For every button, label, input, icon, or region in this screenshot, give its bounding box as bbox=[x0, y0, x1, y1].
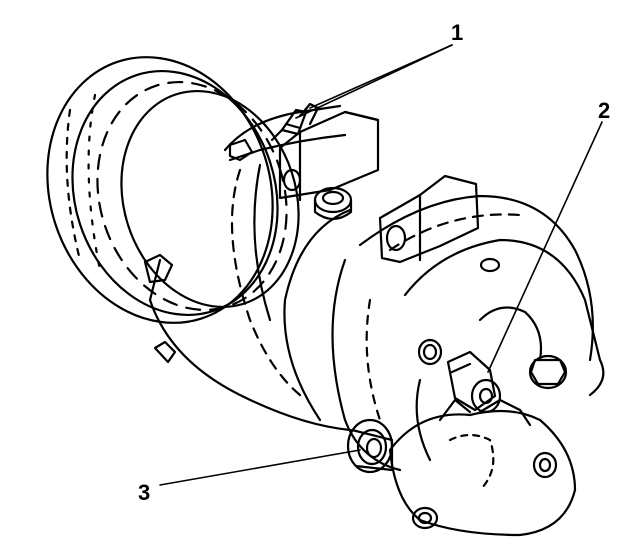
leader-line-3 bbox=[159, 449, 361, 486]
leader-lines bbox=[159, 44, 603, 486]
service-port bbox=[346, 418, 394, 474]
compressor-body bbox=[143, 104, 352, 432]
leader-line-2 bbox=[487, 121, 603, 373]
mounting-ear-top bbox=[278, 110, 380, 221]
callout-3: 3 bbox=[138, 480, 150, 505]
mounting-ear-rear bbox=[378, 174, 480, 264]
rear-housing bbox=[331, 194, 605, 472]
rear-cover-plate bbox=[388, 398, 577, 537]
callout-1: 1 bbox=[451, 20, 463, 45]
callout-2: 2 bbox=[598, 98, 610, 123]
pressure-relief-valve bbox=[446, 306, 543, 414]
leader-line-1b bbox=[309, 44, 453, 109]
